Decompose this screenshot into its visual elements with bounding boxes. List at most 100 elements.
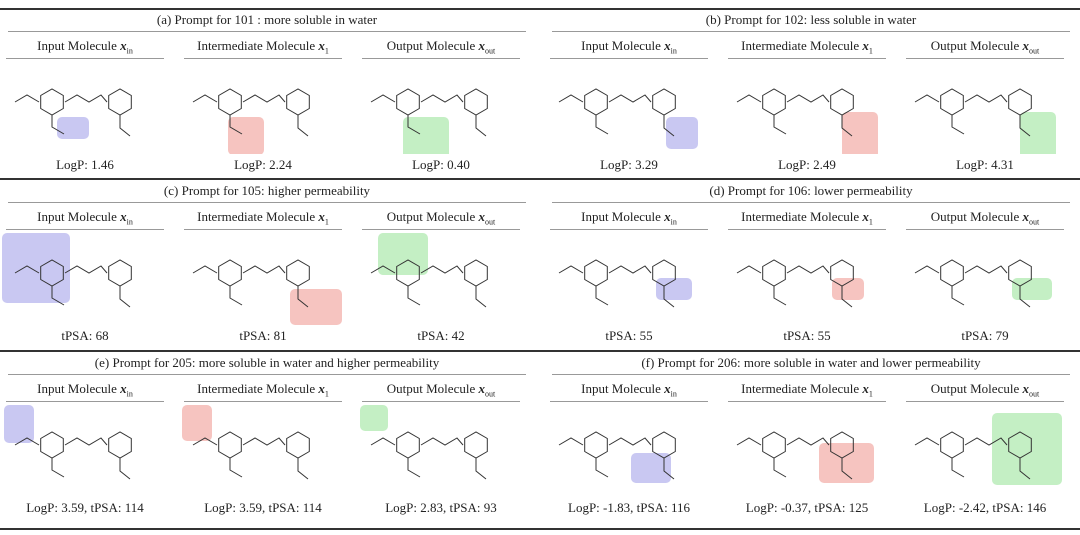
header-symbol: x [120, 38, 127, 53]
property-value: LogP: 3.59, tPSA: 114 [204, 500, 322, 515]
divider [552, 374, 1070, 375]
header-label: Intermediate Molecule [741, 209, 863, 224]
property-value: tPSA: 68 [61, 328, 109, 343]
panel-title: (d) Prompt for 106: lower permeability [709, 183, 913, 198]
panel-title: (e) Prompt for 205: more soluble in wate… [94, 355, 440, 370]
column-header-intermediate: Intermediate Molecule x1 [724, 209, 890, 227]
header-symbol: x [478, 38, 485, 53]
header-symbol: x [478, 381, 485, 396]
molecule-structure [558, 88, 698, 149]
molecule-structure [370, 88, 488, 154]
column-header-output: Output Molecule xout [358, 38, 524, 56]
table-rule [0, 8, 1080, 10]
header-symbol: x [1022, 209, 1029, 224]
divider [362, 401, 520, 402]
divider [728, 58, 886, 59]
header-subscript: in [126, 217, 133, 227]
highlight-region [656, 278, 692, 300]
molecule-structure [4, 405, 132, 480]
highlight-region [666, 117, 698, 149]
highlight-region [4, 405, 34, 443]
panel-a: (a) Prompt for 101 : more soluble in wat… [2, 10, 532, 180]
highlight-region [2, 233, 70, 303]
property-value: LogP: 3.59, tPSA: 114 [26, 500, 144, 515]
header-symbol: x [664, 38, 671, 53]
header-label: Output Molecule [930, 209, 1023, 224]
divider [184, 229, 342, 230]
table-rule [0, 178, 1080, 180]
column-header-input: Input Molecule xin [546, 381, 712, 399]
table-rule [0, 350, 1080, 352]
divider [550, 229, 708, 230]
header-subscript: out [484, 217, 496, 227]
divider [906, 58, 1064, 59]
property-value: LogP: 1.46 [56, 157, 114, 172]
divider [906, 401, 1064, 402]
table-rule [0, 528, 1080, 530]
header-label: Input Molecule [37, 209, 121, 224]
header-label: Output Molecule [386, 38, 479, 53]
molecule-structure [558, 431, 676, 483]
property-value: LogP: -0.37, tPSA: 125 [745, 500, 869, 515]
header-label: Output Molecule [386, 381, 479, 396]
header-symbol: x [318, 381, 325, 396]
column-header-input: Input Molecule xin [546, 38, 712, 56]
header-subscript: out [484, 46, 496, 56]
molecule-structure [370, 233, 488, 308]
property-value: tPSA: 79 [961, 328, 1009, 343]
molecule-structure [360, 405, 488, 480]
property-value: tPSA: 55 [783, 328, 831, 343]
header-label: Input Molecule [581, 38, 665, 53]
divider [184, 58, 342, 59]
highlight-region [842, 112, 878, 154]
header-subscript: 1 [324, 46, 329, 56]
highlight-region [1020, 112, 1056, 154]
property-value: LogP: 4.31 [956, 157, 1014, 172]
header-label: Input Molecule [37, 38, 121, 53]
divider [552, 31, 1070, 32]
molecule-structure [558, 259, 692, 308]
divider [550, 401, 708, 402]
header-subscript: 1 [868, 217, 873, 227]
header-subscript: in [670, 46, 677, 56]
divider [362, 58, 520, 59]
column-header-input: Input Molecule xin [2, 381, 168, 399]
header-label: Output Molecule [930, 38, 1023, 53]
property-value: LogP: 2.83, tPSA: 93 [385, 500, 497, 515]
divider [8, 31, 526, 32]
divider [362, 229, 520, 230]
highlight-region [992, 413, 1062, 485]
header-label: Input Molecule [581, 209, 665, 224]
highlight-region [832, 278, 864, 300]
header-subscript: in [126, 46, 133, 56]
molecule-structure [192, 259, 342, 325]
header-subscript: out [1028, 46, 1040, 56]
molecule-structure [914, 259, 1052, 308]
property-value: LogP: -2.42, tPSA: 146 [923, 500, 1047, 515]
panel-b: (b) Prompt for 102: less soluble in wate… [546, 10, 1076, 180]
molecule-structure [736, 88, 878, 154]
property-value: LogP: 2.49 [778, 157, 836, 172]
highlight-region [378, 233, 428, 275]
header-subscript: 1 [868, 46, 873, 56]
header-symbol: x [318, 209, 325, 224]
divider [728, 401, 886, 402]
molecule-structure [192, 88, 310, 154]
header-label: Output Molecule [386, 209, 479, 224]
property-value: tPSA: 81 [239, 328, 287, 343]
molecule-structure [2, 233, 132, 308]
divider [728, 229, 886, 230]
molecule-structure [914, 413, 1062, 485]
